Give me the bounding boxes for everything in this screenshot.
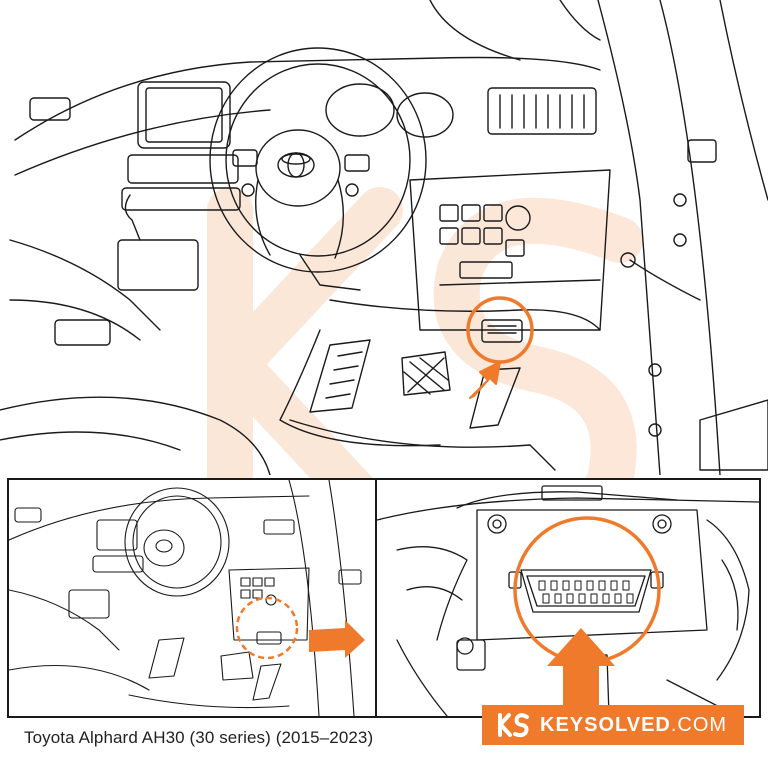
ks-logo-icon xyxy=(498,713,529,738)
inset-overview xyxy=(7,478,377,718)
arrow-icon xyxy=(469,361,501,399)
logo-domain: .COM xyxy=(670,713,728,736)
dashboard-illustration xyxy=(0,0,768,475)
logo-text: KEYSOLVED.COM xyxy=(540,714,727,737)
toyota-emblem-icon xyxy=(277,152,315,178)
keysolved-logo[interactable]: KEYSOLVED.COM xyxy=(482,705,744,745)
logo-brand: KEYSOLVED xyxy=(540,713,671,736)
inset-connector-closeup xyxy=(375,478,761,718)
vehicle-caption: Toyota Alphard AH30 (30 series) (2015–20… xyxy=(24,728,374,747)
